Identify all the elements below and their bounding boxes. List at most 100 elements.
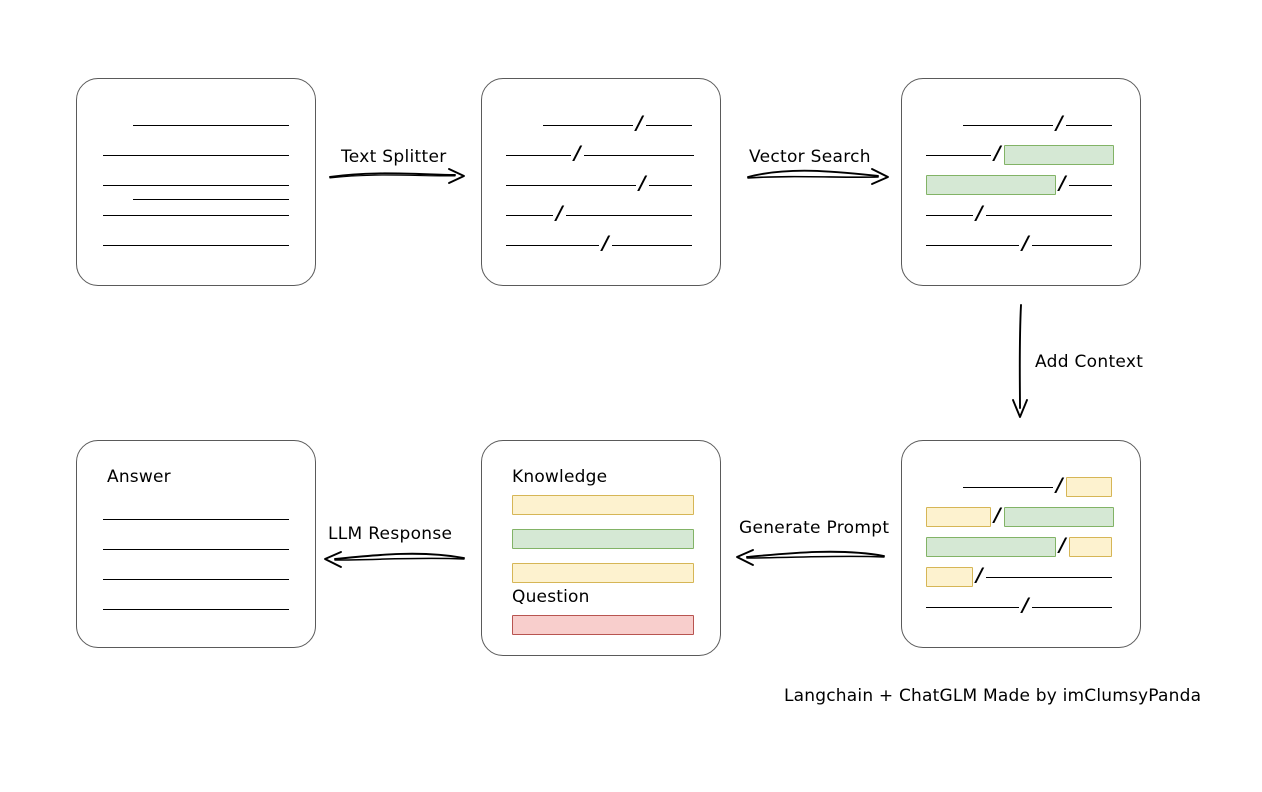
add-context-arrow [1012, 304, 1028, 418]
line-segment [1068, 184, 1112, 186]
vector-search-arrow [747, 168, 889, 185]
slash-separator: / [994, 141, 1001, 164]
document-line: / [902, 533, 1140, 557]
document-line: / [902, 593, 1140, 617]
slash-separator: / [976, 201, 983, 224]
generate-prompt-arrow [736, 549, 885, 566]
line-segment [985, 576, 1112, 578]
matched-chunk-highlight [926, 537, 1056, 557]
text-splitter-label: Text Splitter [341, 147, 447, 167]
document-line: / [482, 111, 720, 135]
slash-separator: / [1056, 473, 1063, 496]
line-segment [926, 606, 1019, 608]
line-segment [506, 214, 553, 216]
context-document-node[interactable]: / / / / / [901, 440, 1141, 648]
line-segment [103, 214, 289, 216]
context-chunk-highlight [926, 507, 991, 527]
document-line: / [482, 141, 720, 165]
line-segment [506, 244, 599, 246]
context-chunk-highlight [1065, 477, 1112, 497]
line-segment [133, 198, 289, 200]
document-line: / [902, 141, 1140, 165]
line-segment [926, 244, 1019, 246]
slash-separator: / [976, 563, 983, 586]
llm-response-arrow [324, 551, 465, 568]
document-line [77, 175, 315, 195]
line-segment [1031, 606, 1112, 608]
line-segment [583, 154, 694, 156]
add-context-label: Add Context [1035, 352, 1144, 372]
slash-separator: / [574, 141, 581, 164]
document-line: / [482, 171, 720, 195]
line-segment [963, 486, 1053, 488]
line-segment [103, 608, 289, 610]
line-segment [133, 124, 289, 126]
line-segment [926, 214, 973, 216]
slash-separator: / [1059, 171, 1066, 194]
matched-document-lines: / / / / / [902, 79, 1140, 285]
document-line [77, 145, 315, 165]
context-chunk-highlight [1068, 537, 1112, 557]
line-segment [645, 124, 692, 126]
llm-response-label: LLM Response [328, 524, 453, 544]
slash-separator: / [1056, 111, 1063, 134]
source-document-node[interactable] [76, 78, 316, 286]
knowledge-bar [512, 529, 694, 549]
line-segment [103, 154, 289, 156]
generate-prompt-label: Generate Prompt [739, 518, 890, 538]
document-line: / [902, 201, 1140, 225]
line-segment [648, 184, 692, 186]
line-segment [985, 214, 1112, 216]
document-line [77, 189, 315, 209]
document-line: / [902, 505, 1140, 527]
slash-separator: / [636, 111, 643, 134]
document-line [77, 115, 315, 135]
split-document-lines: / / / / / [482, 79, 720, 285]
knowledge-bar [512, 563, 694, 583]
answer-line [77, 599, 315, 619]
document-line: / [902, 563, 1140, 587]
question-label: Question [512, 587, 590, 607]
line-segment [1031, 244, 1112, 246]
line-segment [506, 154, 571, 156]
split-document-node[interactable]: / / / / / [481, 78, 721, 286]
context-chunk-highlight [926, 567, 973, 587]
slash-separator: / [1022, 231, 1029, 254]
line-segment [565, 214, 692, 216]
matched-chunk-highlight [1003, 145, 1114, 165]
line-segment [963, 124, 1053, 126]
line-segment [506, 184, 636, 186]
answer-lines [77, 441, 315, 647]
answer-line [77, 539, 315, 559]
vector-search-label: Vector Search [749, 147, 871, 167]
matched-document-node[interactable]: / / / / / [901, 78, 1141, 286]
slash-separator: / [639, 171, 646, 194]
line-segment [103, 548, 289, 550]
document-line [77, 235, 315, 255]
line-segment [926, 154, 991, 156]
line-segment [103, 578, 289, 580]
knowledge-bar [512, 495, 694, 515]
slash-separator: / [556, 201, 563, 224]
document-line: / [902, 473, 1140, 497]
document-line: / [902, 171, 1140, 195]
line-segment [1065, 124, 1112, 126]
source-document-lines [77, 79, 315, 285]
answer-line [77, 509, 315, 529]
line-segment [103, 184, 289, 186]
document-line [77, 205, 315, 225]
line-segment [103, 518, 289, 520]
slash-separator: / [1022, 593, 1029, 616]
slash-separator: / [1059, 533, 1066, 556]
slash-separator: / [602, 231, 609, 254]
answer-label: Answer [107, 467, 171, 487]
prompt-card-node[interactable]: Knowledge Question [481, 440, 721, 656]
question-bar [512, 615, 694, 635]
document-line: / [902, 231, 1140, 255]
matched-chunk-highlight [1003, 507, 1114, 527]
answer-card-node[interactable]: Answer [76, 440, 316, 648]
document-line: / [902, 111, 1140, 135]
answer-line [77, 569, 315, 589]
document-line: / [482, 201, 720, 225]
